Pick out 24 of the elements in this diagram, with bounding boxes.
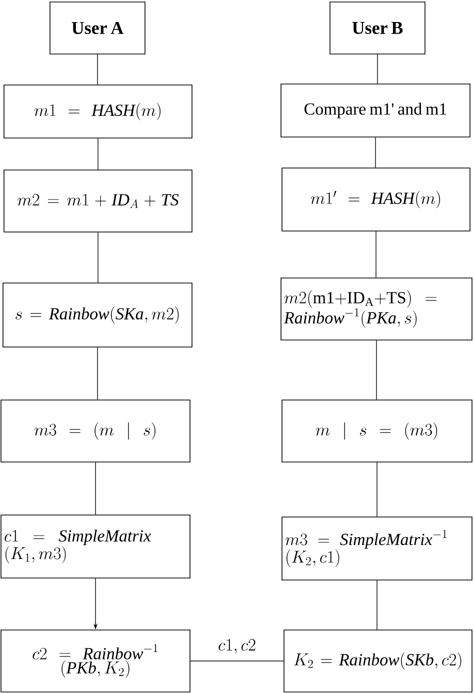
formula-box: $K_2=\mathit{Rainbow}\allowbreak(\mathit{SKb},c2)$ [284,630,472,692]
user-box: User B [330,2,426,54]
connector [95,462,96,515]
connector [376,462,378,517]
formula-box: $m3=(m\mid s)$ [0,400,190,462]
connector [377,54,378,84]
formula-box: $c1=\mathit{SimpleMatrix}\allowbreak(K_1,m3)$ [0,514,190,578]
formula-box: $m2(\mathrm{m1{+}ID_A{+}TS})\allowbreak=\mathit{Rainbow}^{-1}(\mathit{PKa},s)$ [280,278,472,340]
formula-box: $m3=\mathit{SimpleMatrix}^{-1}\allowbreak(K_2,c1)$ [282,516,472,580]
formula-box: $s=\mathit{Rainbow}\allowbreak(\mathit{SKa},m2)$ [2,282,192,348]
connector [190,660,284,662]
process-box: Compare m1' and m1 [280,84,470,138]
connector [376,340,377,400]
connector [375,137,376,168]
formula-box: $m1=\mathit{HASH}(m)$ [4,84,192,138]
user-box: User A [50,2,146,54]
formula-box: $m\mid s=(m3)$ [282,400,472,462]
connector [97,54,98,85]
connector [376,580,378,630]
formula-box: $c2=\mathit{Rainbow}^{-1}\allowbreak(\mathit{PKb},K_2)$ [0,630,190,692]
formula-box: $m2=m1+\mathit{ID}_A+\mathit{TS}$ [4,170,192,232]
formula-box: $m1'=\mathit{HASH}(m)$ [282,168,470,232]
connector [97,347,98,400]
edge-label: $c1,c2$ [217,638,257,655]
